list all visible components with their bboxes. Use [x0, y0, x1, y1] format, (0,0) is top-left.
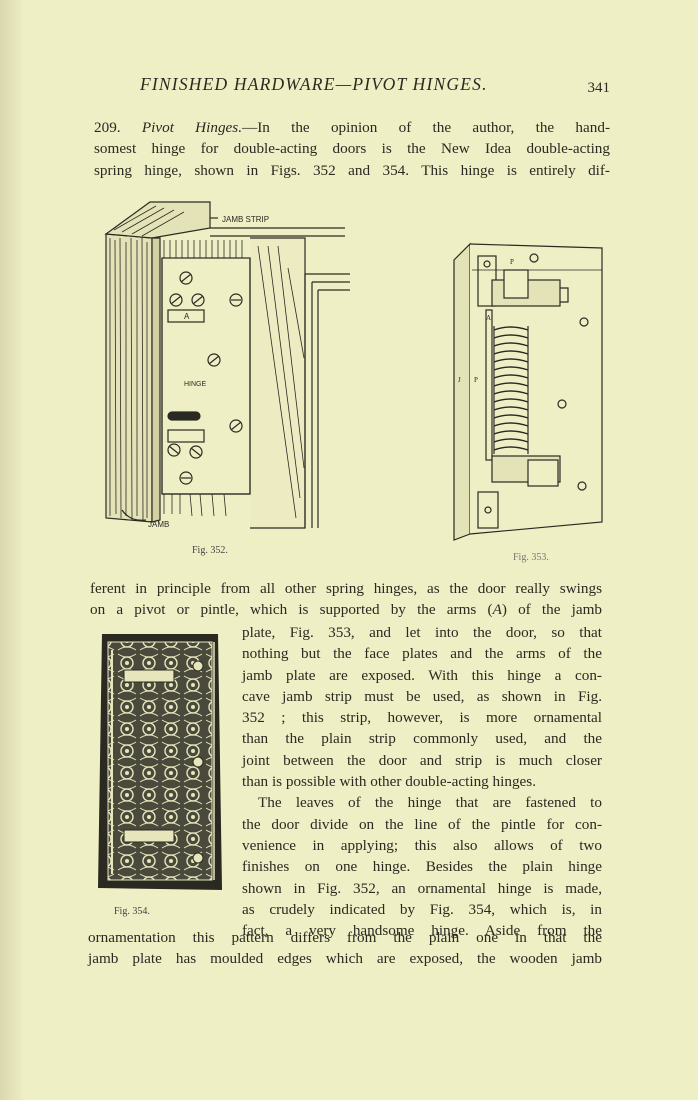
text-line: than is possible with other double-actin…	[242, 773, 536, 791]
text-line: 352 ; this strip, however, is more ornam…	[242, 709, 602, 727]
figure-352-caption: Fig. 352.	[192, 545, 228, 556]
paragraph-continued: ferent in principle from all other sprin…	[90, 578, 602, 621]
label-p-top: P	[510, 258, 514, 266]
paragraph-beside-figure: plate, Fig. 353, and let into the door, …	[242, 622, 602, 941]
text-line: the door divide on the line of the pintl…	[242, 815, 602, 833]
text-line: joint between the door and strip is much…	[242, 751, 602, 769]
text-line: 209. Pivot Hinges.—In the opinion of the…	[94, 119, 611, 136]
text-line: jamb plate are exposed. With this hinge …	[242, 666, 602, 684]
running-head-title: FINISHED HARDWARE—PIVOT HINGES.	[140, 74, 488, 94]
text-line: ornamentation this pattern differs from …	[88, 929, 602, 946]
text-line: jamb plate has moulded edges which are e…	[88, 950, 602, 968]
label-arm-a: A	[184, 312, 190, 321]
text-line: shown in Fig. 352, an ornamental hinge i…	[242, 879, 602, 897]
text-line: finishes on one hinge. Besides the plain…	[242, 858, 602, 876]
paragraph-209-intro: 209. Pivot Hinges.—In the opinion of the…	[94, 117, 610, 181]
text-line: ferent in principle from all other sprin…	[90, 580, 602, 597]
section-heading: Pivot Hinges.	[141, 119, 243, 136]
figure-353-caption: Fig. 353.	[513, 552, 549, 563]
text-line: nothing but the face plates and the arms…	[242, 645, 602, 663]
page-binding-edge	[0, 0, 22, 1100]
figure-352-drawing: JAMB STRIP HINGE JAMB A	[104, 201, 350, 529]
page-number: 341	[587, 80, 611, 96]
figure-354-drawing	[98, 634, 222, 890]
text-line: than the plain strip commonly used, and …	[242, 730, 602, 748]
figure-354-caption: Fig. 354.	[114, 906, 150, 917]
text-line: on a pivot or pintle, which is supported…	[90, 601, 602, 619]
label-jamb: JAMB	[148, 520, 169, 529]
paragraph-bottom: ornamentation this pattern differs from …	[88, 927, 602, 970]
text-line: The leaves of the hinge that are fastene…	[258, 794, 602, 812]
text-line: venience in applying; this also allows o…	[242, 836, 602, 854]
label-arm-a: A	[486, 314, 491, 322]
text-line: spring hinge, shown in Figs. 352 and 354…	[94, 161, 610, 179]
text-line: cave jamb strip must be used, as shown i…	[242, 687, 602, 705]
label-jamb-strip: JAMB STRIP	[222, 215, 269, 224]
running-head: FINISHED HARDWARE—PIVOT HINGES. 341	[140, 74, 610, 104]
label-p-mid: P	[474, 376, 478, 384]
figure-353-drawing: P A J P	[453, 242, 603, 541]
text-line: as crudely indicated by Fig. 354, which …	[242, 900, 602, 918]
text-line: fact, a very handsome hinge. Aside from …	[242, 922, 602, 940]
section-number: 209.	[94, 119, 142, 136]
label-j: J	[458, 376, 461, 384]
text-line: plate, Fig. 353, and let into the door, …	[242, 624, 602, 641]
text-line: somest hinge for double-acting doors is …	[94, 140, 610, 158]
label-hinge: HINGE	[184, 381, 207, 388]
